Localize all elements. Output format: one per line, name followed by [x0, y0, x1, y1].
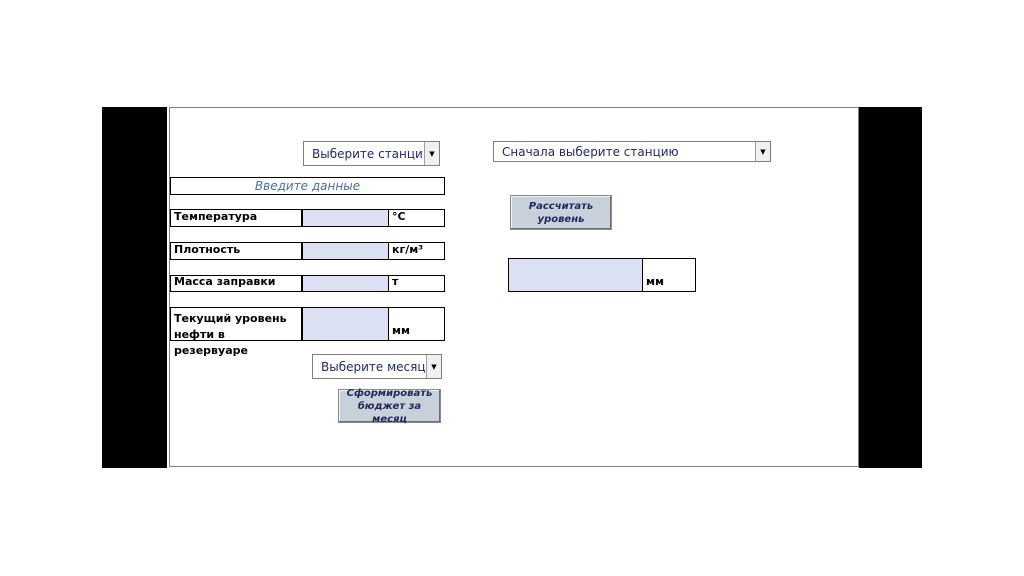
station-combobox[interactable]: Выберите станцию ▼: [303, 141, 440, 166]
dropdown-arrow-icon[interactable]: ▼: [426, 355, 441, 378]
left-black-bar: [102, 107, 167, 468]
dropdown-arrow-icon[interactable]: ▼: [755, 142, 770, 161]
fuel-mass-unit: т: [388, 275, 445, 292]
enter-data-banner: Введите данные: [170, 177, 445, 195]
dropdown-arrow-icon[interactable]: ▼: [424, 142, 439, 165]
right-black-bar: [859, 107, 922, 468]
temperature-input[interactable]: [302, 209, 389, 227]
level-result-output: [508, 258, 643, 292]
oil-level-input[interactable]: [302, 307, 389, 341]
temperature-unit: °C: [388, 209, 445, 227]
oil-level-unit: мм: [388, 307, 445, 341]
density-unit: кг/м³: [388, 242, 445, 260]
station-detail-combobox[interactable]: Сначала выберите станцию ▼: [493, 141, 771, 162]
temperature-label: Температура: [170, 209, 302, 227]
month-combobox-value: Выберите месяц: [321, 359, 426, 374]
fuel-mass-input[interactable]: [302, 275, 389, 292]
fuel-mass-label: Масса заправки: [170, 275, 302, 292]
calculate-level-button[interactable]: Рассчитать уровень: [510, 195, 612, 230]
density-label: Плотность: [170, 242, 302, 260]
form-sheet: Выберите станцию ▼ Сначала выберите стан…: [169, 107, 859, 467]
banner-text: Введите данные: [254, 179, 361, 193]
station-detail-combobox-value: Сначала выберите станцию: [502, 144, 679, 159]
station-combobox-value: Выберите станцию: [312, 146, 433, 161]
level-result-unit: мм: [642, 258, 696, 292]
density-input[interactable]: [302, 242, 389, 260]
form-budget-button[interactable]: Сформировать бюджет за месяц: [338, 388, 441, 425]
month-combobox[interactable]: Выберите месяц ▼: [312, 354, 442, 379]
oil-level-label: Текущий уровень нефти в резервуаре: [170, 307, 302, 357]
